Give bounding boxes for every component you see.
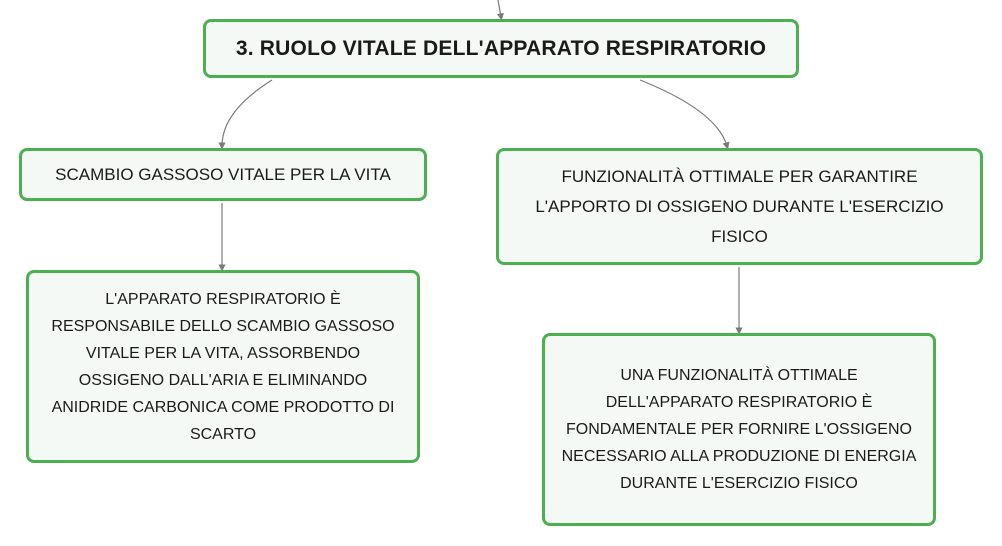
connector-incoming-root <box>496 0 504 21</box>
detail-text-optimal-function: UNA FUNZIONALITÀ OTTIMALE DELL'APPARATO … <box>561 367 917 492</box>
branch-node-gas-exchange[interactable]: SCAMBIO GASSOSO VITALE PER LA VITA <box>19 148 427 201</box>
connector-root-to-branch-2 <box>639 79 730 150</box>
detail-node-optimal-function[interactable]: UNA FUNZIONALITÀ OTTIMALE DELL'APPARATO … <box>542 333 936 526</box>
connector-root-to-branch-1 <box>218 79 273 150</box>
detail-node-gas-exchange[interactable]: L'APPARATO RESPIRATORIO È RESPONSABILE D… <box>26 270 420 463</box>
detail-text-gas-exchange: L'APPARATO RESPIRATORIO È RESPONSABILE D… <box>51 290 395 443</box>
root-topic-label: 3. RUOLO VITALE DELL'APPARATO RESPIRATOR… <box>235 36 767 60</box>
branch-label-gas-exchange: SCAMBIO GASSOSO VITALE PER LA VITA <box>55 164 391 184</box>
branch-label-optimal-function: FUNZIONALITÀ OTTIMALE PER GARANTIRE L'AP… <box>535 166 944 246</box>
root-topic-node[interactable]: 3. RUOLO VITALE DELL'APPARATO RESPIRATOR… <box>203 19 799 78</box>
branch-node-optimal-function[interactable]: FUNZIONALITÀ OTTIMALE PER GARANTIRE L'AP… <box>496 148 983 265</box>
